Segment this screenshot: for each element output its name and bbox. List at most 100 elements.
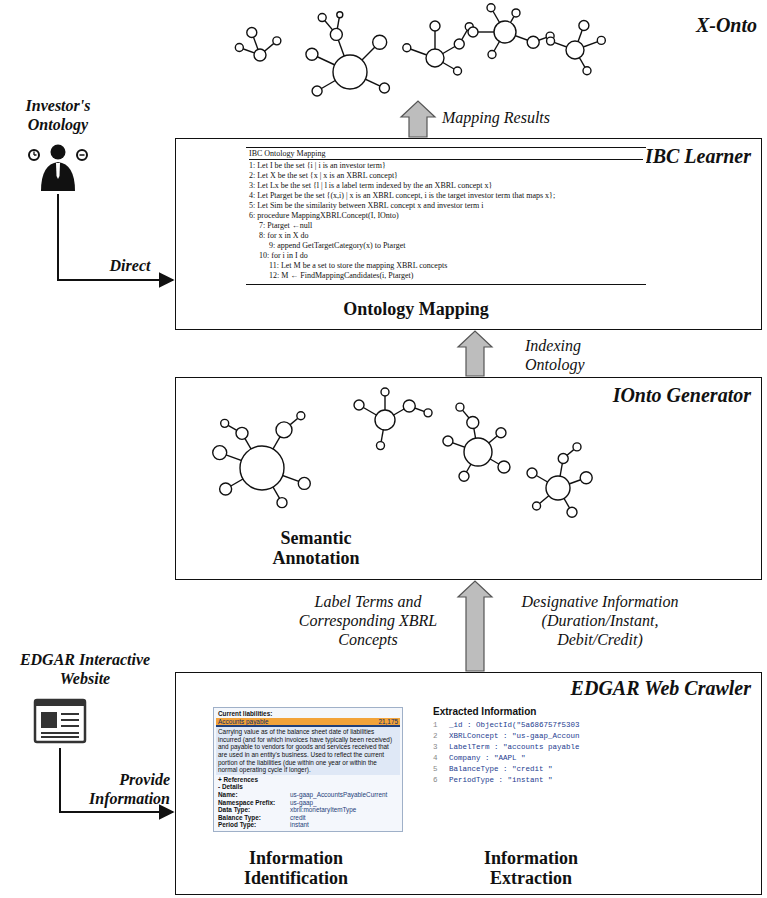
graph-vertex bbox=[494, 21, 516, 43]
graph-vertex bbox=[443, 436, 453, 446]
edge-label: Label Terms and Corresponding XBRL Conce… bbox=[288, 592, 448, 649]
graph-vertex bbox=[459, 471, 469, 481]
graph-vertex bbox=[488, 51, 496, 59]
line-number: 3 bbox=[433, 742, 449, 752]
detail-value: xbrli:monetaryItemType bbox=[288, 806, 400, 814]
clock-hands bbox=[80, 154, 85, 156]
graph-vertex bbox=[220, 483, 232, 495]
algorithm-line: 2: Let X be the set {x | x is an XBRL co… bbox=[249, 171, 643, 181]
code-panel: Extracted Information1_id : ObjectId("5a… bbox=[433, 706, 648, 785]
graph-vertex bbox=[430, 21, 440, 31]
graph-vertex bbox=[376, 442, 384, 450]
layer-box: IOnto GeneratorSemantic Annotation bbox=[175, 377, 762, 580]
browser-frame bbox=[35, 700, 85, 742]
graph-vertex bbox=[318, 14, 326, 22]
graph-vertex bbox=[403, 400, 415, 412]
detail-key: Balance Type: bbox=[216, 814, 288, 822]
clock-hands bbox=[34, 152, 37, 156]
panel-title: Extracted Information bbox=[433, 706, 648, 717]
investor-body bbox=[41, 162, 75, 191]
table-cell: Accounts payable bbox=[216, 718, 288, 726]
detail-value: credit bbox=[288, 814, 400, 822]
edge-label: Mapping Results bbox=[442, 108, 592, 127]
table-cell: 21,175 bbox=[288, 718, 400, 726]
graph-vertex bbox=[454, 67, 462, 75]
graph-vertex bbox=[213, 446, 227, 460]
graph-vertex bbox=[337, 12, 343, 18]
graph-vertex bbox=[403, 44, 411, 52]
node-label: Investor's Ontology bbox=[8, 96, 108, 134]
graph-vertex bbox=[381, 388, 389, 396]
graph-vertex bbox=[566, 41, 584, 59]
layer-title: X-Onto bbox=[696, 14, 757, 37]
algorithm-line: 10: for i in I do bbox=[249, 251, 643, 261]
block-arrow bbox=[401, 101, 435, 137]
graph-vertex bbox=[379, 83, 389, 93]
graph-vertex bbox=[558, 453, 568, 463]
graph-vertex bbox=[498, 461, 510, 473]
code-line: Company : "AAPL " bbox=[449, 753, 648, 763]
graph-vertex bbox=[330, 28, 342, 40]
graph-vertex bbox=[426, 49, 444, 67]
component-label: Semantic Annotation bbox=[251, 528, 381, 568]
graph-vertex bbox=[247, 27, 257, 37]
graph-vertex bbox=[546, 476, 570, 500]
graph-vertex bbox=[527, 468, 537, 478]
graph-vertex bbox=[373, 35, 387, 49]
investor-tie bbox=[56, 163, 60, 179]
algorithm-line: 6: procedure MappingXBRLConcept(I, IOnto… bbox=[249, 211, 643, 221]
table-cell: Current liabilities: bbox=[216, 710, 400, 718]
image-block bbox=[41, 712, 57, 728]
detail-key: Name: bbox=[216, 791, 288, 799]
graph-vertex bbox=[454, 39, 464, 49]
graph-vertex bbox=[306, 48, 318, 60]
definition-text: Carrying value as of the balance sheet d… bbox=[216, 725, 400, 775]
graph-vertex bbox=[298, 477, 310, 489]
graph-vertex bbox=[533, 502, 541, 510]
graph-vertex bbox=[467, 416, 479, 428]
graph-vertex bbox=[235, 43, 243, 51]
algorithm-line: 1: Let I be the set {i | i is an investo… bbox=[249, 161, 643, 171]
graph-vertex bbox=[354, 400, 364, 410]
algorithm-line: 3: Let Lx be the set {l | l is a label t… bbox=[249, 181, 643, 191]
algorithm-line: 12: M ← FindMappingCandidates(i, Ptarget… bbox=[249, 271, 643, 281]
browser-bar bbox=[35, 700, 85, 706]
line-number: 4 bbox=[433, 753, 449, 763]
detail-key: Namespace Prefix: bbox=[216, 799, 288, 807]
graph-vertex bbox=[333, 55, 367, 89]
graph-vertex bbox=[276, 422, 292, 438]
edge-label: Direct bbox=[95, 256, 165, 275]
graph-vertex bbox=[512, 9, 520, 17]
node-label: EDGAR Interactive Website bbox=[5, 650, 165, 688]
algorithm-line: 7: Ptarget ←null bbox=[249, 221, 643, 231]
graph-vertex bbox=[424, 409, 432, 417]
graph-vertex bbox=[240, 446, 284, 490]
actor-node: Investor's Ontology bbox=[8, 96, 108, 192]
graph-vertex bbox=[464, 438, 492, 466]
flow-arrow bbox=[58, 194, 173, 280]
graph-vertex bbox=[573, 443, 581, 451]
line-number: 6 bbox=[433, 775, 449, 785]
component-label: Information Extraction bbox=[456, 848, 606, 888]
code-line: XBRLConcept : "us-gaap_Accoun bbox=[449, 731, 648, 741]
algorithm-box: IBC Ontology Mapping1: Let I be the set … bbox=[246, 147, 646, 285]
algorithm-line: 4: Let Ptarget be the set {(x,i) | x is … bbox=[249, 191, 643, 201]
text-lines bbox=[41, 714, 79, 737]
section-toggle: + References bbox=[216, 776, 400, 784]
flow-annotation: Designative Information (Duration/Instan… bbox=[500, 592, 700, 649]
investor-head bbox=[51, 145, 66, 160]
source-node: EDGAR Interactive Website bbox=[5, 650, 165, 746]
flow-arrow bbox=[60, 748, 173, 812]
graph-vertex bbox=[583, 67, 591, 75]
investor-icon bbox=[29, 145, 87, 192]
graph-vertex bbox=[496, 428, 506, 438]
graph-vertex bbox=[580, 472, 592, 484]
detail-key: Data Type: bbox=[216, 806, 288, 814]
clock-symbol bbox=[77, 150, 87, 160]
line-number: 2 bbox=[433, 731, 449, 741]
layer-box: EDGAR Web CrawlerInformation Identificat… bbox=[175, 672, 762, 895]
ontology-output: X-Onto bbox=[185, 0, 763, 100]
layer-title: IBC Learner bbox=[645, 145, 751, 168]
screenshot-panel: Current liabilities:Accounts payable21,1… bbox=[213, 707, 403, 832]
code-line: LabelTerm : "accounts payable bbox=[449, 742, 648, 752]
